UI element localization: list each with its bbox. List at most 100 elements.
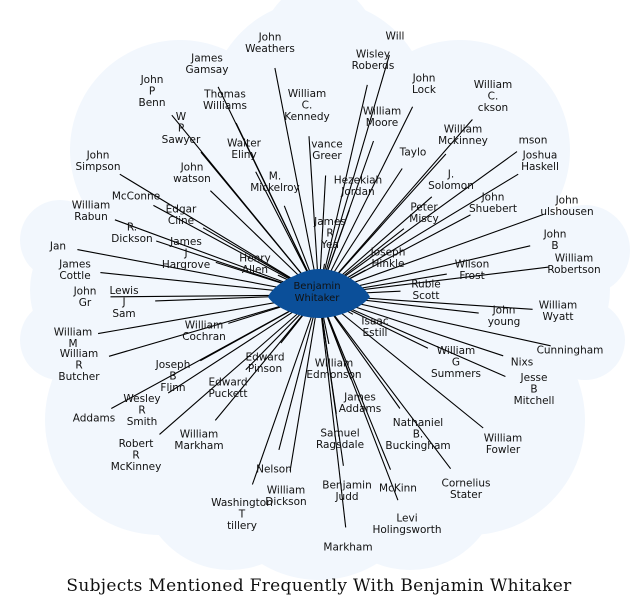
node-label-line: B. bbox=[413, 428, 424, 440]
node-label-line: Estill bbox=[363, 327, 388, 339]
node-label-line: Dickson bbox=[111, 233, 152, 245]
node-label[interactable]: Taylo bbox=[399, 146, 427, 158]
node-label-line: Williams bbox=[203, 100, 247, 112]
node-label-line: Yea bbox=[320, 239, 339, 251]
node-label[interactable]: Markham bbox=[323, 542, 372, 554]
node-label-line: Markham bbox=[323, 542, 372, 554]
node-label[interactable]: Nixs bbox=[511, 356, 533, 368]
node-label-line: R. bbox=[127, 222, 137, 234]
node-label-line: Judd bbox=[334, 491, 358, 503]
edge-line bbox=[318, 84, 368, 296]
node-label-line: McConne bbox=[112, 190, 160, 202]
node-label[interactable]: R.Dickson bbox=[111, 222, 152, 246]
node-label[interactable]: mson bbox=[519, 134, 548, 146]
node-label-line: Cochran bbox=[182, 331, 226, 343]
node-label-line: Nixs bbox=[511, 356, 533, 368]
edge-line bbox=[289, 294, 320, 471]
node-label-line: Peter bbox=[410, 202, 438, 214]
node-label-line: William bbox=[288, 88, 326, 100]
node-label-line: Taylo bbox=[399, 146, 427, 158]
node-label-line: Haskell bbox=[521, 161, 559, 173]
node-label-line: Rabun bbox=[74, 211, 107, 223]
node-label-line: Benn bbox=[139, 97, 166, 109]
node-label[interactable]: Cunningham bbox=[537, 344, 604, 356]
node-label-line: Allen bbox=[242, 264, 268, 276]
node-label[interactable]: M.Mickelroy bbox=[250, 171, 300, 195]
node-label-line: James bbox=[313, 216, 346, 228]
node-label[interactable]: J.Solomon bbox=[428, 169, 474, 193]
node-label[interactable]: McConne bbox=[112, 190, 160, 202]
node-label-line: John bbox=[140, 74, 164, 86]
node-label-line: Jordan bbox=[340, 186, 374, 198]
node-label[interactable]: Nelson bbox=[256, 463, 292, 475]
background-blob-part bbox=[540, 205, 630, 295]
node-label[interactable]: Addams bbox=[73, 412, 115, 424]
node-label[interactable]: Jan bbox=[49, 240, 66, 252]
node-label[interactable]: McKinn bbox=[379, 482, 417, 494]
node-label[interactable]: Will bbox=[386, 31, 405, 43]
edge-line bbox=[318, 294, 399, 501]
node-label-line: J. bbox=[447, 169, 454, 181]
hub-shape[interactable] bbox=[268, 269, 370, 318]
